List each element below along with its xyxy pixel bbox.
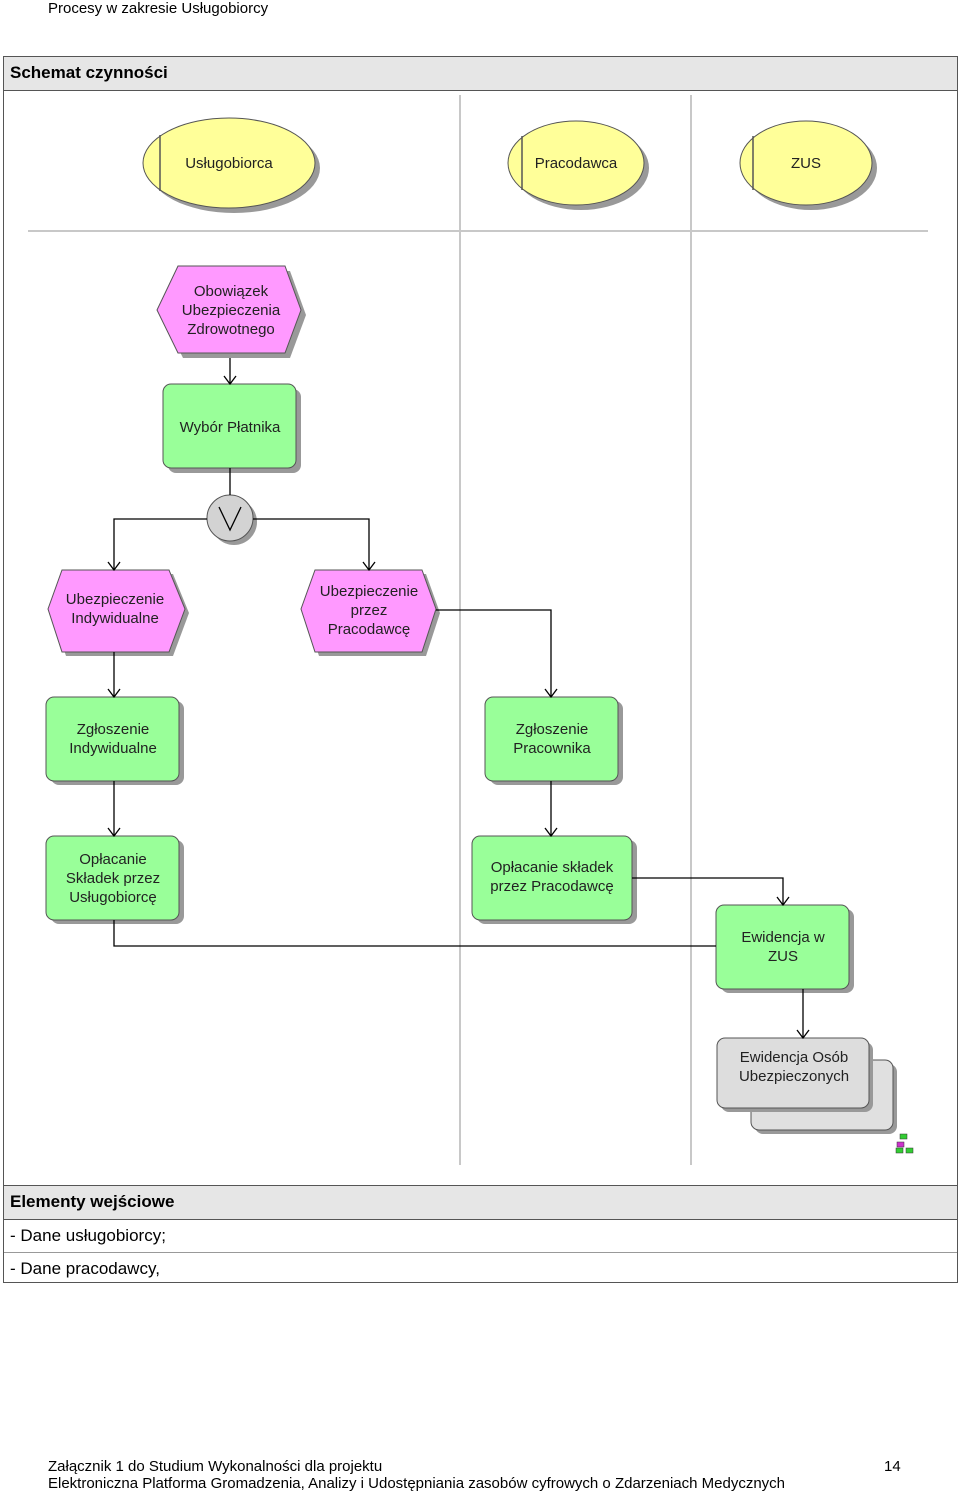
- function-oplacanie-prac-shape: [471, 835, 637, 924]
- schema-section-title: Schemat czynności: [4, 57, 957, 91]
- function-zgl-indyw-label: Zgłoszenie Indywidualne: [69, 721, 157, 757]
- schema-section: Schemat czynności: [3, 56, 958, 1186]
- event-indyw-label: Ubezpieczenie Indywidualne: [65, 591, 165, 627]
- event-pracodawca-label: Ubezpieczenie przez Pracodawcę: [319, 582, 419, 638]
- lane-separators: [28, 95, 928, 1165]
- document-ewidencja-label: Ewidencja Osób Ubezpieczonych: [738, 1049, 850, 1085]
- event-obowiazek-shape: [156, 265, 306, 358]
- document-ewidencja-shape: [716, 1037, 897, 1134]
- function-ewidencja-shape: [715, 904, 854, 993]
- function-zgl-prac-shape: [484, 696, 623, 785]
- event-obowiazek-label: Obowiązek Ubezpieczenia Zdrowotnego: [181, 282, 281, 338]
- event-indyw-shape: [47, 569, 189, 656]
- function-ewidencja-label: Ewidencja w ZUS: [741, 929, 825, 965]
- function-wybor-label: Wybór Płatnika: [179, 418, 281, 436]
- function-zgl-prac-label: Zgłoszenie Pracownika: [513, 721, 591, 757]
- lane-header-zus: [739, 120, 877, 210]
- arrow-pracodawca-zglprac: [436, 609, 551, 697]
- lane-header-usługobiorca: [142, 117, 320, 213]
- xor-connector: [206, 494, 257, 545]
- input-item: - Dane usługobiorcy;: [10, 1226, 166, 1245]
- arrow-xor-indyw: [114, 518, 207, 570]
- lane-label-pracodawca: Pracodawca: [534, 154, 618, 172]
- function-oplacanie-usl-shape: [45, 835, 184, 924]
- footer-line-2: Elektroniczna Platforma Gromadzenia, Ana…: [48, 1475, 786, 1492]
- function-oplacanie-usl-label: Opłacanie Składek przez Usługobiorcę: [65, 850, 161, 906]
- lane-header-pracodawca: [507, 120, 649, 210]
- page-header: Procesy w zakresie Usługobiorcy: [48, 0, 269, 17]
- function-zgl-indyw-shape: [45, 696, 184, 785]
- connectors: [114, 358, 803, 1038]
- lane-label-uslugobiorca: Usługobiorca: [185, 154, 273, 172]
- input-item: - Dane pracodawcy,: [4, 1252, 957, 1285]
- inputs-section: Elementy wejściowe - Dane usługobiorcy; …: [3, 1185, 958, 1283]
- process-diagram-canvas: [28, 95, 928, 1165]
- function-wybor-shape: [162, 383, 301, 473]
- arrow-oplacanieprac-ewidencja: [632, 877, 783, 905]
- inputs-section-title: Elementy wejściowe: [4, 1186, 957, 1220]
- line-oplacanieusl-ewidencja: [113, 920, 716, 947]
- footer-line-1: Załącznik 1 do Studium Wykonalności dla …: [48, 1458, 383, 1475]
- page-number: 14: [884, 1458, 901, 1475]
- function-oplacanie-prac-label: Opłacanie składek przez Pracodawcę: [490, 859, 614, 895]
- process-diagram: Usługobiorca Pracodawca ZUS Obowiązek Ub…: [3, 90, 958, 1185]
- hierarchy-icon: [895, 1133, 914, 1154]
- lane-label-zus: ZUS: [791, 154, 821, 172]
- arrow-xor-pracodawca: [253, 518, 369, 570]
- event-pracodawca-shape: [300, 569, 440, 656]
